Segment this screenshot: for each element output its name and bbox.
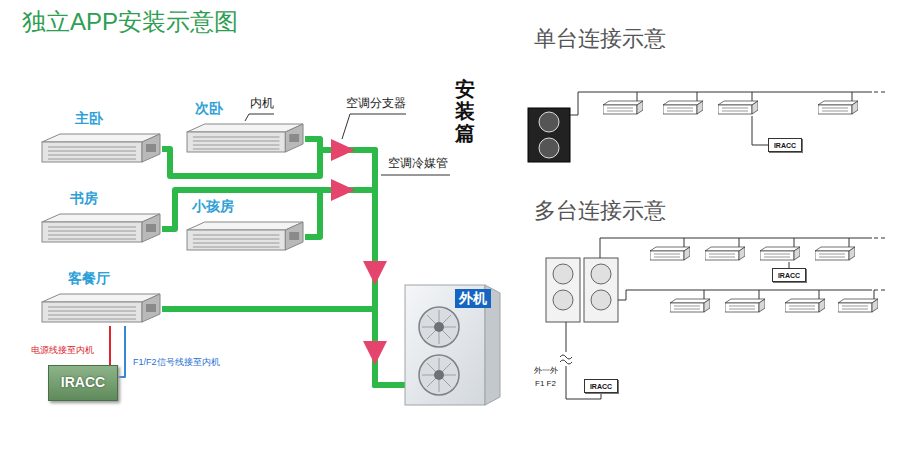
break-mark: [560, 355, 572, 364]
indoor-unit: 客餐厅: [42, 292, 162, 326]
refrigerant-line: [570, 92, 872, 115]
part-label: 空调冷媒管: [388, 156, 448, 170]
signal-label: F1 F2: [535, 379, 556, 389]
fan-symbol: [591, 264, 611, 284]
fan-symbol: [591, 290, 611, 310]
indoor-unit-symbol: [603, 101, 643, 114]
branch-distributor: [331, 139, 355, 161]
part-label: 内机: [250, 96, 274, 110]
single-schematic: [528, 92, 885, 162]
indoor-unit-picture: [42, 132, 162, 166]
fan-symbol: [553, 290, 573, 310]
indoor-unit-symbol: [705, 247, 745, 260]
indoor-unit-picture: [187, 220, 305, 254]
indoor-unit-picture: [187, 122, 305, 156]
iracc-box: IRACC: [772, 268, 806, 282]
signal-wire: [566, 322, 567, 352]
continuation-mark: [874, 238, 885, 239]
indoor-unit-symbol: [815, 247, 855, 260]
signal-wire: [118, 326, 125, 377]
controller-label: IRACC: [778, 272, 800, 279]
part-label: 空调分支器: [346, 96, 406, 110]
page-title: 独立APP安装示意图: [22, 8, 238, 37]
branch-distributor: [363, 341, 387, 365]
outdoor-unit: 外机: [405, 285, 500, 405]
refrigerant-pipe: [305, 190, 405, 385]
room-label: 次卧: [195, 100, 223, 117]
signal-wire: [752, 116, 768, 145]
indoor-unit: 主卧: [42, 132, 162, 166]
indoor-unit-picture: [42, 212, 162, 246]
drop-line: [684, 238, 849, 247]
section-heading: 单台连接示意: [534, 26, 666, 52]
indoor-unit: 次卧: [187, 122, 305, 156]
fan-symbol: [539, 138, 559, 158]
room-label: 书房: [70, 190, 98, 207]
signal-label: 外一外: [534, 366, 558, 376]
leader-line: [342, 114, 406, 139]
fan-symbol: [539, 112, 559, 132]
indoor-unit: 书房: [42, 212, 162, 246]
refrigerant-line: [618, 290, 872, 300]
refrigerant-pipe: [162, 149, 405, 385]
outdoor-unit-symbol: [528, 108, 570, 162]
controller-label: IRACC: [590, 383, 612, 390]
iracc-controller: IRACC: [48, 365, 118, 401]
leader-line: [381, 175, 450, 176]
indoor-unit-symbol: [650, 247, 690, 260]
room-label: 小孩房: [192, 198, 234, 215]
indoor-unit-symbol: [670, 299, 710, 312]
section-heading: 多台连接示意: [534, 198, 666, 224]
refrigerant-pipe: [162, 309, 405, 385]
multi-schematic: [546, 238, 885, 399]
refrigerant-pipe: [162, 190, 405, 385]
indoor-unit-symbol: [838, 299, 878, 312]
indoor-unit-symbol: [785, 299, 825, 312]
indoor-unit-symbol: [725, 299, 765, 312]
indoor-unit-symbol: [718, 101, 758, 114]
continuation-mark: [874, 92, 885, 93]
iracc-box: IRACC: [584, 379, 618, 393]
wire-label: 电源线接至内机: [30, 345, 95, 356]
room-label: 主卧: [75, 110, 103, 127]
iracc-box: IRACC: [768, 138, 802, 152]
room-label: 客餐厅: [68, 270, 110, 287]
wire-label: F1/F2信号线接至内机: [132, 357, 221, 368]
drop-line: [704, 290, 874, 299]
section-label: 安装篇: [455, 78, 475, 144]
leader-line: [245, 114, 274, 121]
indoor-unit-picture: [42, 292, 162, 326]
indoor-unit-symbol: [760, 247, 800, 260]
outdoor-unit-symbol: [584, 258, 618, 322]
unit-label: 外机: [455, 289, 491, 308]
branch-distributor: [331, 179, 355, 201]
indoor-unit: 小孩房: [187, 220, 305, 254]
drop-line: [637, 92, 852, 101]
controller-label: IRACC: [61, 375, 105, 390]
indoor-unit-symbol: [818, 101, 858, 114]
refrigerant-pipe: [305, 139, 405, 385]
continuation-mark: [874, 290, 885, 291]
power-wire: [109, 326, 111, 365]
indoor-unit-symbol: [663, 101, 703, 114]
branch-distributor: [363, 261, 387, 285]
controller-label: IRACC: [774, 142, 796, 149]
fan-symbol: [553, 264, 573, 284]
outdoor-unit-symbol: [546, 258, 580, 322]
